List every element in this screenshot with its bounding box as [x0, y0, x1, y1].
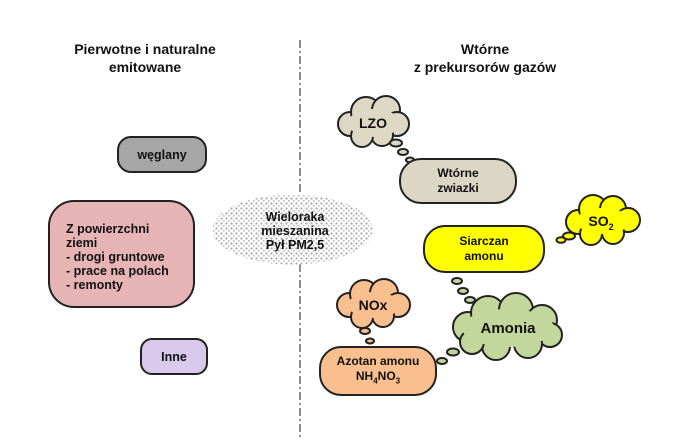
surface-line2: ziemi	[66, 236, 98, 250]
left-heading: Pierwotne i naturalne emitowane	[40, 40, 250, 76]
surface-line4: - prace na polach	[66, 264, 169, 278]
pm25-mixture-ellipse	[212, 194, 373, 265]
wtorne-line2: zwiazki	[437, 181, 479, 195]
azotan-amonu-box: Azotan amonu NH4NO3	[319, 346, 437, 396]
siarczan-line1: Siarczan	[459, 234, 509, 248]
so2-base: SO	[588, 213, 608, 229]
right-heading-line1: Wtórne	[460, 41, 510, 57]
nox-dot-2	[365, 337, 375, 345]
siarczan-dot-2	[457, 287, 469, 295]
wtorne-line1: Wtórne	[437, 166, 479, 180]
nox-label: NOx	[359, 297, 388, 313]
so2-sub: 2	[609, 222, 614, 232]
inne-box: Inne	[140, 338, 208, 375]
surface-line5: - remonty	[66, 278, 123, 292]
left-heading-line1: Pierwotne i naturalne	[74, 41, 216, 57]
weglany-label: węglany	[137, 147, 187, 162]
left-heading-line2: emitowane	[108, 59, 182, 75]
right-heading: Wtórne z prekursorów gazów	[385, 40, 585, 76]
right-heading-line2: z prekursorów gazów	[413, 59, 557, 75]
siarczan-dot-1	[451, 277, 463, 285]
wtorne-zwiazki-box: Wtórne zwiazki	[399, 158, 517, 204]
center-line1: Wieloraka	[265, 210, 325, 224]
amonia-label: Amonia	[480, 320, 536, 337]
pm25-mixture-label: Wieloraka mieszanina Pył PM2,5	[245, 210, 345, 252]
siarczan-dot-3	[464, 296, 476, 304]
amonia-dot-1	[446, 347, 460, 357]
inne-label: Inne	[161, 349, 187, 364]
lzo-label: LZO	[359, 115, 387, 131]
surface-line1: Z powierzchni	[66, 222, 150, 236]
nox-dot-1	[359, 327, 371, 335]
weglany-box: węglany	[117, 136, 207, 173]
surface-line3: - drogi gruntowe	[66, 250, 165, 264]
azotan-line1: Azotan amonu	[336, 353, 420, 368]
azotan-line2: NH4NO3	[355, 368, 401, 386]
so2-dot-1	[562, 231, 576, 241]
center-line2: mieszanina	[261, 224, 329, 238]
so2-dot-2	[555, 236, 567, 244]
amonia-dot-2	[436, 357, 448, 365]
siarczan-amonu-box: Siarczan amonu	[423, 225, 545, 273]
so2-label: SO2	[588, 213, 613, 232]
center-line3: Pył PM2,5	[265, 238, 325, 252]
lzo-dot-2	[397, 148, 409, 156]
lzo-dot-1	[389, 138, 403, 148]
siarczan-line2: amonu	[464, 249, 504, 263]
surface-sources-box: Z powierzchni ziemi - drogi gruntowe - p…	[48, 200, 195, 308]
